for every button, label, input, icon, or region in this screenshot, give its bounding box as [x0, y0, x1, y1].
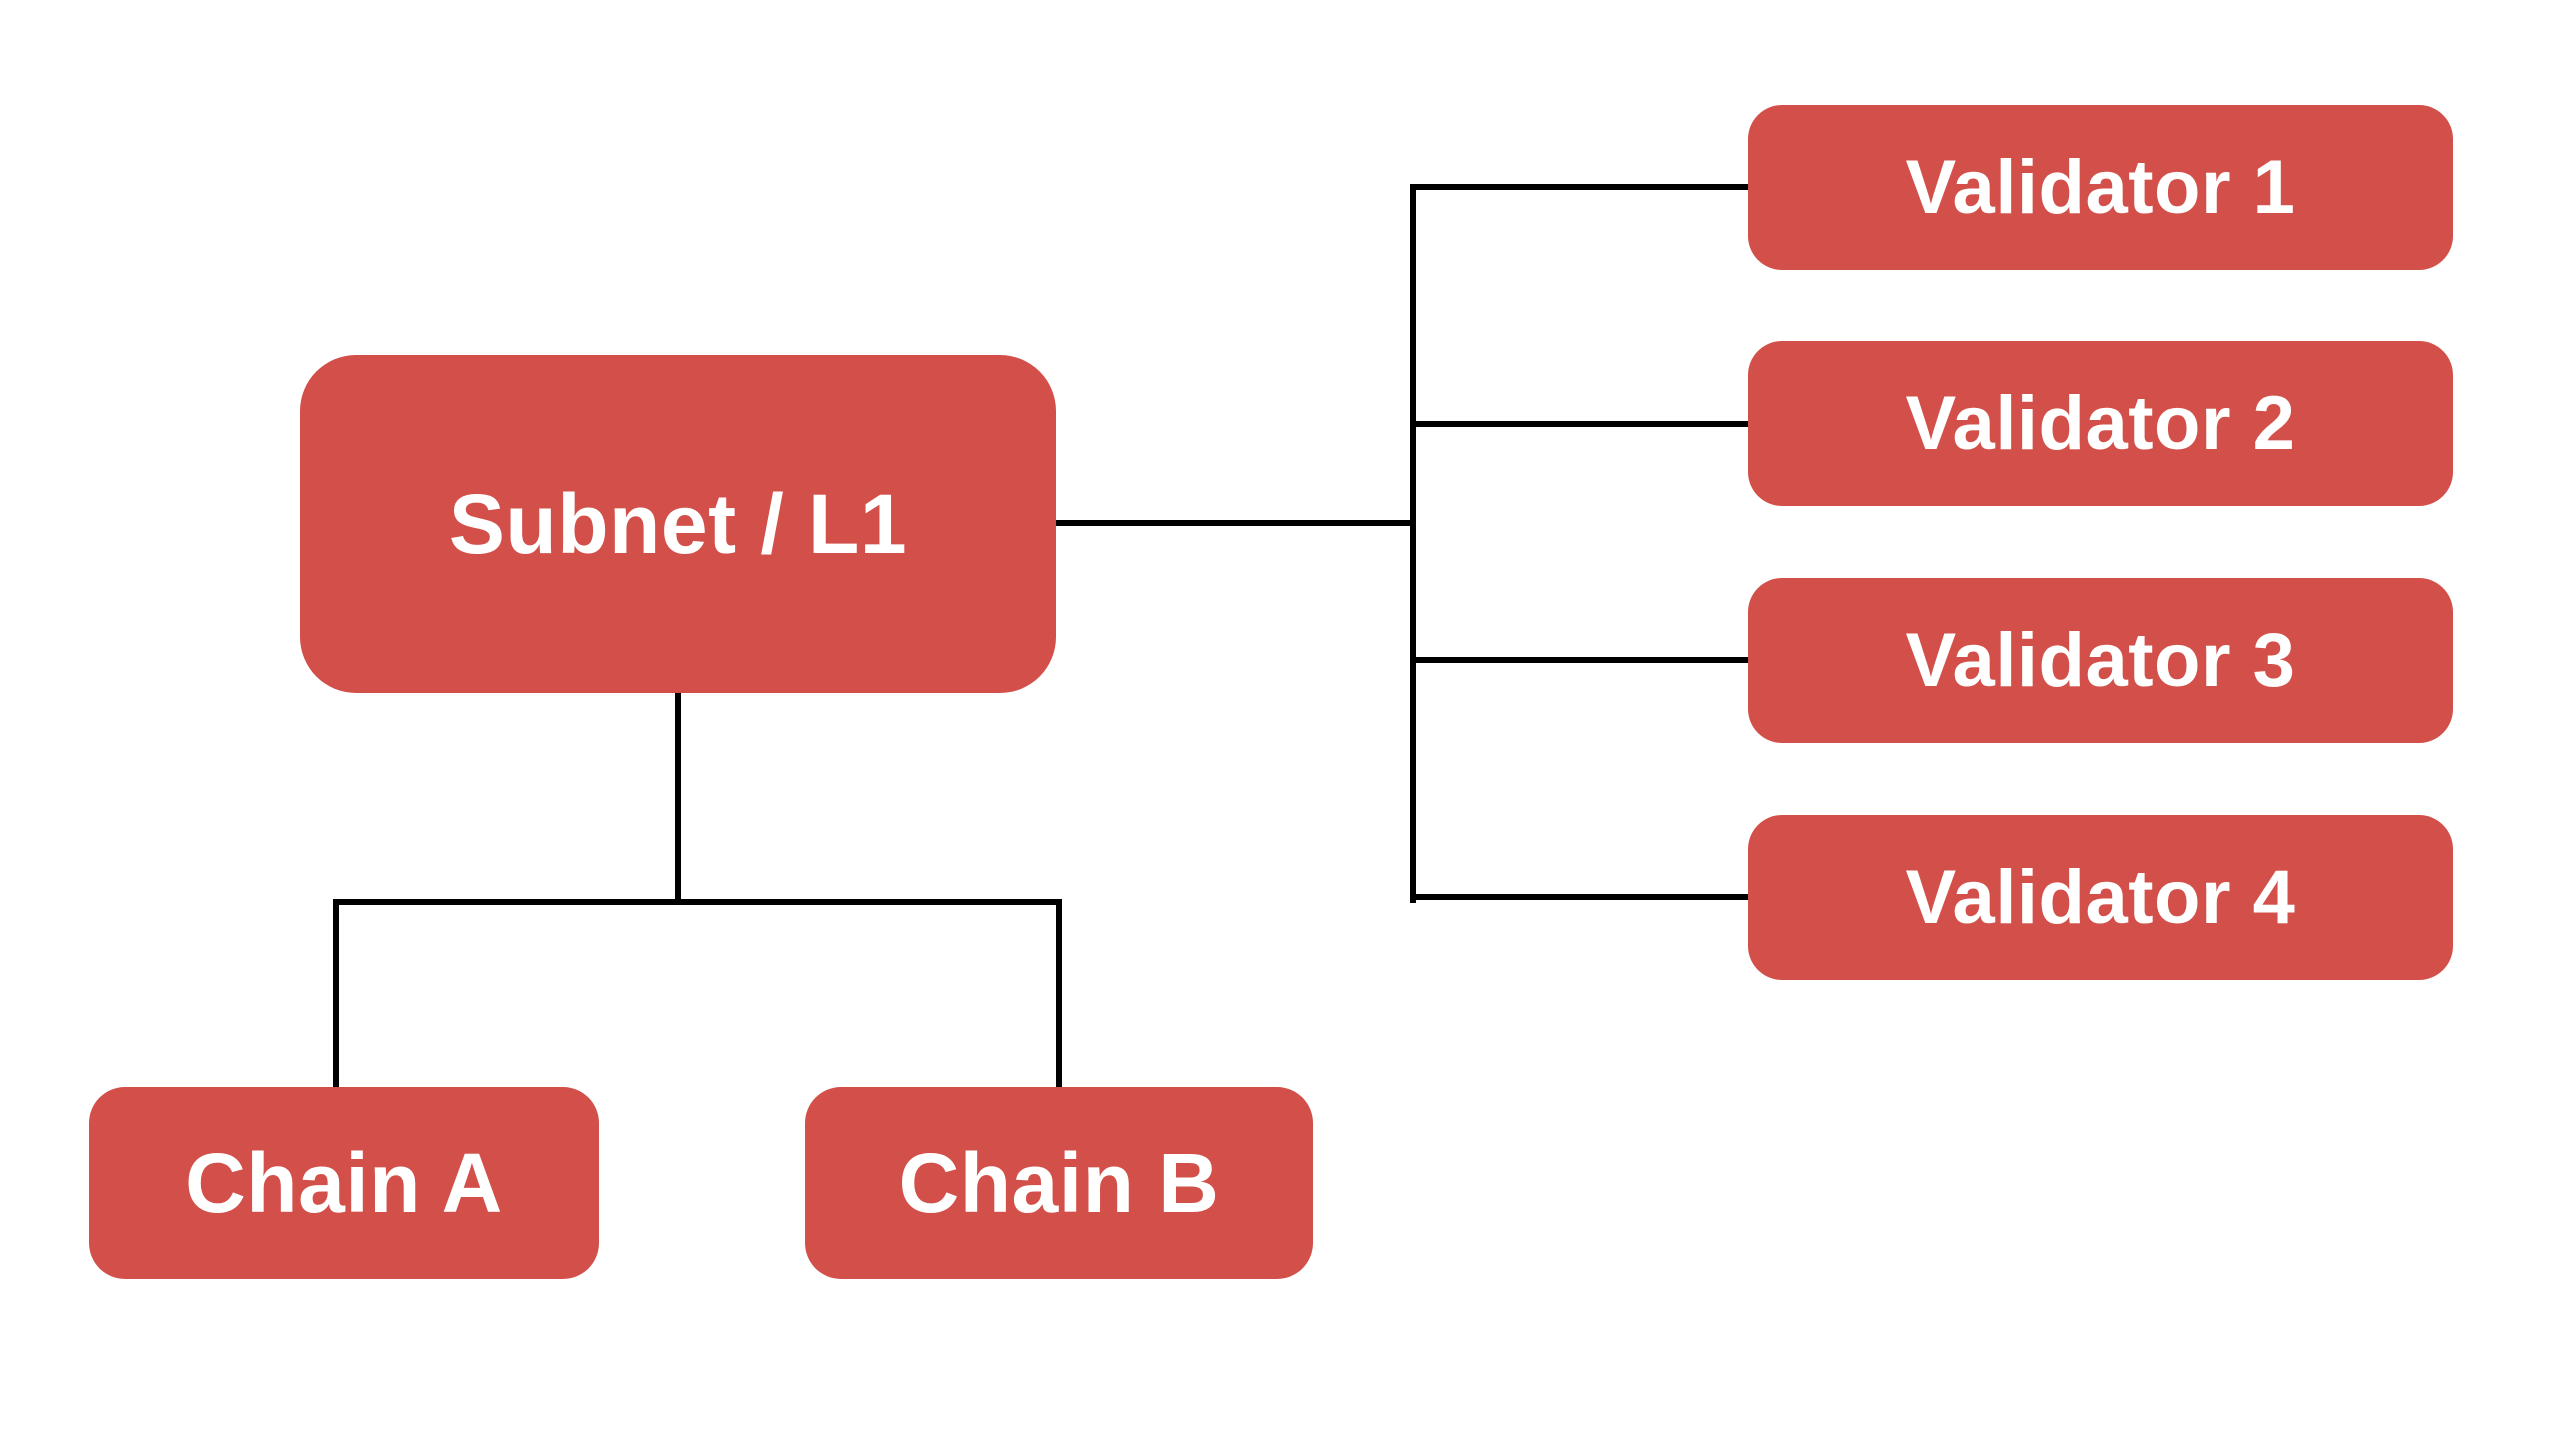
validator-4-label: Validator 4 [1905, 854, 2296, 940]
connector-chain-split-bar [333, 899, 1062, 905]
subnet-l1-label: Subnet / L1 [448, 477, 908, 571]
connector-branch-validator-1 [1410, 184, 1748, 190]
connector-subnet-drop [675, 693, 681, 905]
validator-1-label: Validator 1 [1905, 144, 2296, 230]
connector-drop-chain-a [333, 899, 339, 1089]
subnet-l1-node: Subnet / L1 [300, 355, 1056, 693]
chain-b-node: Chain B [805, 1087, 1313, 1279]
validator-1-node: Validator 1 [1748, 105, 2453, 270]
chain-a-label: Chain A [185, 1136, 503, 1230]
connector-branch-validator-2 [1410, 421, 1748, 427]
validator-4-node: Validator 4 [1748, 815, 2453, 980]
validator-2-label: Validator 2 [1905, 380, 2296, 466]
validator-2-node: Validator 2 [1748, 341, 2453, 506]
validator-3-label: Validator 3 [1905, 617, 2296, 703]
chain-b-label: Chain B [898, 1136, 1220, 1230]
connector-branch-validator-3 [1410, 657, 1748, 663]
connector-branch-validator-4 [1410, 894, 1748, 900]
chain-a-node: Chain A [89, 1087, 599, 1279]
connector-subnet-to-trunk [1056, 520, 1416, 526]
connector-drop-chain-b [1056, 899, 1062, 1089]
connector-validator-trunk [1410, 184, 1416, 903]
validator-3-node: Validator 3 [1748, 578, 2453, 743]
